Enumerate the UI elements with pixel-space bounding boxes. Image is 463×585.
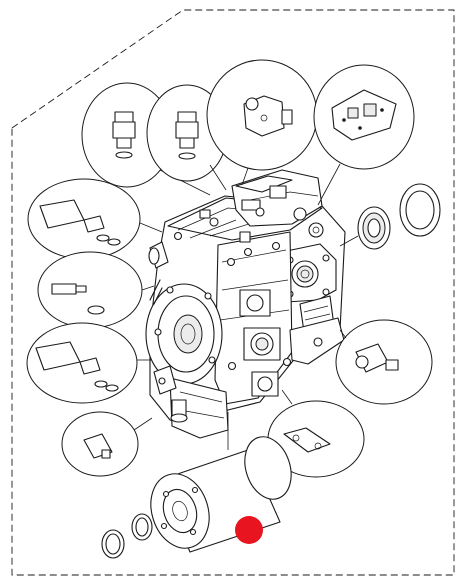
pump-assembly [145,169,346,450]
callout-shaft-seal-with-circlip[interactable] [339,183,441,250]
callout-control-solenoid[interactable] [206,59,318,186]
callout-cover-gasket[interactable] [313,64,415,206]
callout-speed-sensor[interactable] [335,319,433,405]
callout-sensor-with-o-ring[interactable] [37,251,155,329]
dashed-boundary [11,9,455,576]
callout-valve-cartridge-lower[interactable] [26,322,152,404]
callout-valve-cartridge-large[interactable] [27,178,163,260]
oil-filter-highlight-marker [235,516,263,544]
callout-connector-block[interactable] [61,411,153,477]
